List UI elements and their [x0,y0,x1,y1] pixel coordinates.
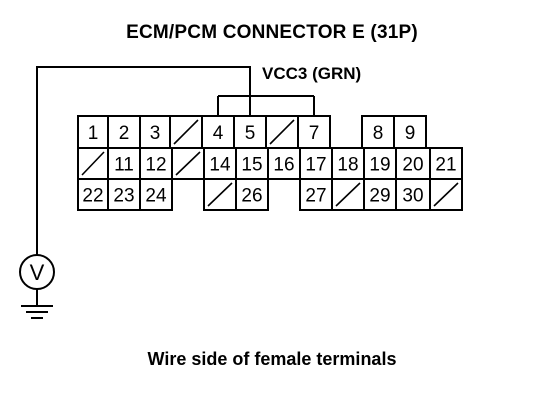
terminal-26 [235,178,269,211]
terminal-number: 23 [113,186,134,207]
terminal-number: 27 [305,186,326,207]
terminal-number: 15 [241,155,262,176]
terminal-number: 8 [373,123,384,144]
blank-terminal-slash [81,151,105,176]
probe-wire [36,66,251,255]
terminal-number: 7 [309,123,320,144]
terminal-number: 18 [337,155,358,176]
terminal-number: 16 [273,155,294,176]
blank-terminal-slash [433,182,459,207]
terminal-number: 29 [369,186,390,207]
voltmeter-label: V [30,260,45,285]
terminal-24 [139,178,173,211]
terminal-number: 4 [213,123,224,144]
terminal-number: 3 [150,123,161,144]
terminal-number: 17 [305,155,326,176]
terminal-number: 30 [402,186,423,207]
diagram-title: ECM/PCM CONNECTOR E (31P) [126,22,418,43]
terminal-number: 9 [405,123,416,144]
terminal-number: 1 [88,123,99,144]
terminal-blank [429,178,463,211]
blank-terminal-slash [175,151,201,176]
blank-terminal-slash [335,182,361,207]
terminal-number: 20 [402,155,423,176]
diagram-caption: Wire side of female terminals [147,349,397,369]
wire-label: VCC3 (GRN) [262,64,362,83]
blank-terminal-slash [269,119,295,145]
terminal-number: 5 [245,123,256,144]
blank-terminal-slash [173,119,199,145]
terminal-number: 22 [82,186,103,207]
terminal-number: 19 [369,155,390,176]
blank-terminal-slash [207,182,233,207]
terminal-number: 2 [119,123,130,144]
terminal-number: 26 [241,186,262,207]
terminal-number: 11 [114,155,134,176]
terminal-number: 21 [435,155,456,176]
terminal-number: 24 [145,186,167,207]
terminal-number: 12 [145,155,166,176]
terminal-number: 14 [209,155,231,176]
